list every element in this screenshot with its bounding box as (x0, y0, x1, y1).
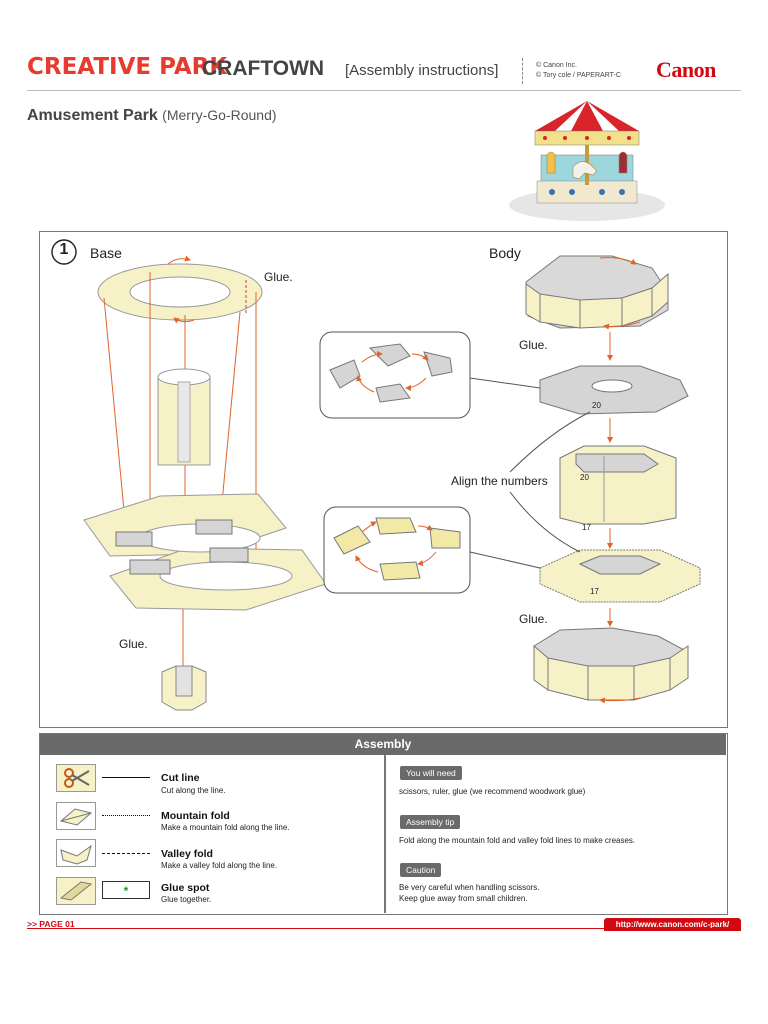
legend-desc: Glue together. (161, 895, 212, 904)
align-numbers-label: Align the numbers (451, 474, 548, 488)
glue-spot-icon (56, 877, 96, 905)
legend-title: Cut line (161, 772, 200, 784)
page-number: >> PAGE 01 (27, 919, 75, 929)
creative-park-logo: CREATIVE PARK (27, 54, 228, 80)
body-top-band (525, 255, 669, 329)
tip-text: Keep glue away from small children. (399, 894, 528, 903)
step-number: 1 (59, 241, 69, 258)
legend-title: Valley fold (161, 848, 213, 860)
body-label: Body (489, 245, 521, 261)
legend-desc: Make a mountain fold along the line. (161, 823, 290, 832)
base-label: Base (90, 245, 122, 261)
assembly-legend-panel: Assembly Cut line Cut along the line. Mo… (39, 733, 728, 915)
page-title-main: Amusement Park (27, 107, 158, 124)
brand-subtitle: [Assembly instructions] (345, 62, 499, 79)
legend-title: Mountain fold (161, 810, 230, 822)
glue-label: Glue. (519, 612, 548, 626)
number-label: 20 (592, 401, 601, 410)
page-title-sub: (Merry-Go-Round) (162, 107, 277, 123)
cut-line-sample (102, 777, 150, 778)
canon-logo: Canon (656, 57, 716, 82)
tip-text: Be very careful when handling scissors. (399, 883, 540, 892)
tip-tag: You will need (400, 766, 462, 780)
number-label: 17 (582, 523, 591, 532)
assembly-divider (384, 755, 386, 913)
valley-fold-icon (56, 839, 96, 867)
step-circle (51, 239, 77, 265)
valley-fold-sample (102, 853, 150, 854)
mountain-fold-sample (102, 815, 150, 816)
header-divider (522, 58, 523, 84)
tip-tag: Assembly tip (400, 815, 461, 829)
assembly-heading: Assembly (40, 734, 726, 755)
tip-text: scissors, ruler, glue (we recommend wood… (399, 787, 586, 796)
glue-label: Glue. (119, 637, 148, 651)
glue-spot-sample: * (102, 881, 150, 899)
number-label: 20 (580, 473, 589, 482)
merry-go-round-photo (509, 101, 665, 221)
scissors-icon (56, 764, 96, 792)
body-bottom-band (533, 627, 689, 701)
legend-title: Glue spot (161, 882, 210, 894)
copyright: © Canon Inc. © Tory cole / PAPERART-C (536, 61, 621, 81)
mountain-fold-icon (56, 802, 96, 830)
page-title: Amusement Park (Merry-Go-Round) (27, 107, 277, 125)
legend-desc: Make a valley fold along the line. (161, 861, 278, 870)
diagram-drawing: 20 20 17 17 (51, 239, 701, 711)
assembly-diagram: 20 20 17 17 1 Base Body Glue. Glue. Alig… (39, 231, 728, 728)
legend-desc: Cut along the line. (161, 786, 226, 795)
tip-tag: Caution (400, 863, 442, 877)
brand-title: CRAFTOWN (202, 57, 325, 80)
tip-text: Fold along the mountain fold and valley … (399, 836, 636, 845)
header-rule (27, 90, 741, 91)
glue-label: Glue. (519, 338, 548, 352)
copyright-line: © Tory cole / PAPERART-C (536, 72, 621, 79)
number-label: 17 (590, 587, 599, 596)
copyright-line: © Canon Inc. (536, 62, 577, 69)
canon-url-link[interactable]: http://www.canon.com/c-park/ (604, 918, 741, 931)
glue-label: Glue. (264, 270, 293, 284)
footer-rule (27, 928, 741, 929)
